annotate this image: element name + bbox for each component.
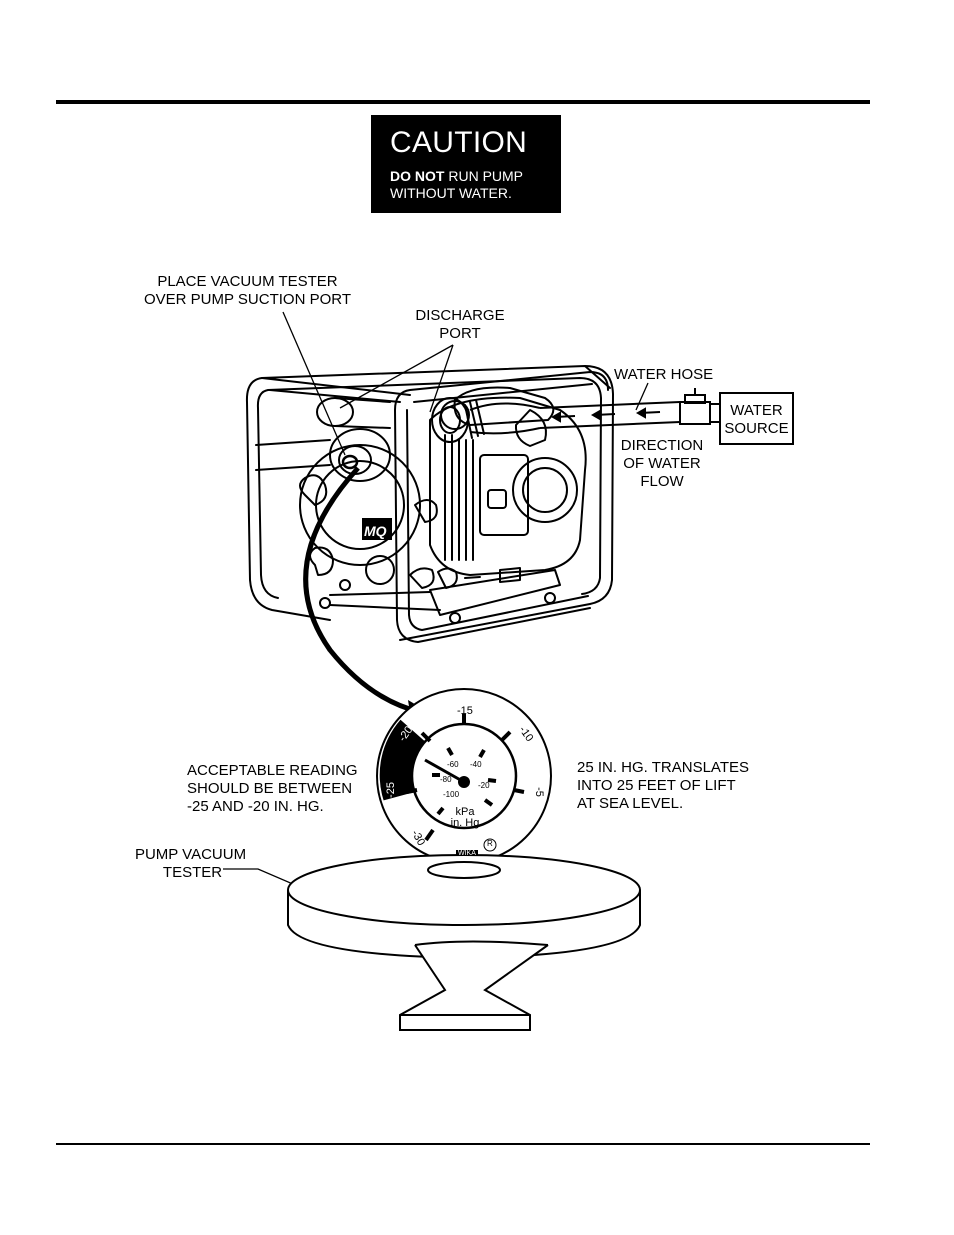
label-discharge-port: DISCHARGE PORT	[410, 307, 510, 343]
label-vacuum-line1: PLACE VACUUM TESTER	[157, 273, 338, 290]
vacuum-gauge	[376, 688, 552, 864]
gauge-inner-minus20: -20	[478, 781, 490, 790]
label-tester-line1: PUMP VACUUM	[134, 846, 247, 863]
flow-arrows	[550, 407, 661, 423]
gauge-needle	[424, 758, 465, 784]
frame-back	[245, 365, 614, 641]
label-lift-line2: INTO 25 FEET OF LIFT	[577, 777, 736, 794]
gauge-inner-minus60: -60	[447, 760, 459, 769]
caution-title: CAUTION	[390, 126, 528, 159]
top-rule	[56, 100, 870, 104]
label-lift-note: 25 IN. HG. TRANSLATES INTO 25 FEET OF LI…	[577, 759, 749, 813]
bottom-rule	[56, 1143, 870, 1145]
frame-front	[394, 371, 609, 643]
gauge-unit-kpa: kPa	[455, 806, 475, 818]
frame-back-inner	[256, 377, 602, 599]
connection-arrow	[303, 466, 421, 715]
label-flow-direction: DIRECTION OF WATER FLOW	[612, 437, 712, 491]
label-direction-line3: FLOW	[640, 473, 684, 490]
water-hose	[539, 401, 681, 429]
logo-text: MQ	[364, 523, 387, 539]
mq-logo: MQ	[362, 518, 392, 540]
label-acceptable-reading: ACCEPTABLE READING SHOULD BE BETWEEN -25…	[187, 762, 358, 816]
pump-volute	[299, 444, 421, 566]
leader-vacuum-tester	[282, 311, 346, 456]
caution-message: DO NOT RUN PUMP WITHOUT WATER.	[390, 168, 561, 202]
gauge-inner-minus80: -80	[440, 775, 452, 784]
label-acceptable-line3: -25 AND -20 IN. HG.	[187, 798, 324, 815]
label-discharge-line2: PORT	[439, 325, 481, 342]
engine-body	[429, 396, 587, 576]
label-lift-line3: AT SEA LEVEL.	[577, 795, 684, 812]
gauge-brand: WIKA	[458, 850, 476, 857]
gauge-mark-minus5: -5	[532, 787, 545, 797]
label-tester-line2: TESTER	[162, 864, 223, 881]
label-direction-line2: OF WATER	[623, 455, 701, 472]
label-direction-line1: DIRECTION	[620, 437, 704, 454]
label-water-source-line1: WATER	[730, 402, 783, 419]
discharge-port-right	[431, 397, 469, 443]
label-pump-vacuum-tester: PUMP VACUUM TESTER	[128, 846, 253, 882]
caution-box: CAUTION DO NOT RUN PUMP WITHOUT WATER.	[371, 115, 561, 213]
water-source-box	[719, 392, 794, 445]
leader-discharge-left	[339, 344, 454, 409]
gauge-mark-minus15: -15	[457, 705, 473, 717]
caution-line2: WITHOUT WATER.	[390, 185, 512, 201]
label-acceptable-line1: ACCEPTABLE READING	[187, 762, 358, 779]
gauge-unit-inhg: in. Hg	[450, 817, 480, 829]
caution-bold: DO NOT	[390, 168, 445, 184]
label-water-source-line2: SOURCE	[724, 420, 789, 437]
caution-line1: RUN PUMP	[444, 168, 524, 184]
leader-water-hose	[635, 382, 649, 411]
label-vacuum-line2: OVER PUMP SUCTION PORT	[144, 291, 351, 308]
label-water-source: WATER SOURCE	[720, 402, 793, 438]
label-water-hose: WATER HOSE	[614, 366, 714, 383]
label-acceptable-line2: SHOULD BE BETWEEN	[187, 780, 353, 797]
base-skid	[429, 569, 561, 616]
label-lift-line1: 25 IN. HG. TRANSLATES	[577, 759, 749, 776]
gauge-inner-minus40: -40	[470, 760, 482, 769]
label-discharge-line1: DISCHARGE	[415, 307, 505, 324]
gauge-inner-minus100: -100	[443, 790, 460, 799]
leader-discharge-right	[429, 344, 454, 413]
label-vacuum-tester: PLACE VACUUM TESTER OVER PUMP SUCTION PO…	[135, 273, 360, 309]
gauge-mark-minus25: -25	[384, 782, 397, 798]
acceptable-band	[379, 719, 426, 801]
tester-disk	[287, 854, 641, 1031]
suction-port	[329, 428, 391, 482]
gauge-registered: R	[487, 839, 493, 848]
